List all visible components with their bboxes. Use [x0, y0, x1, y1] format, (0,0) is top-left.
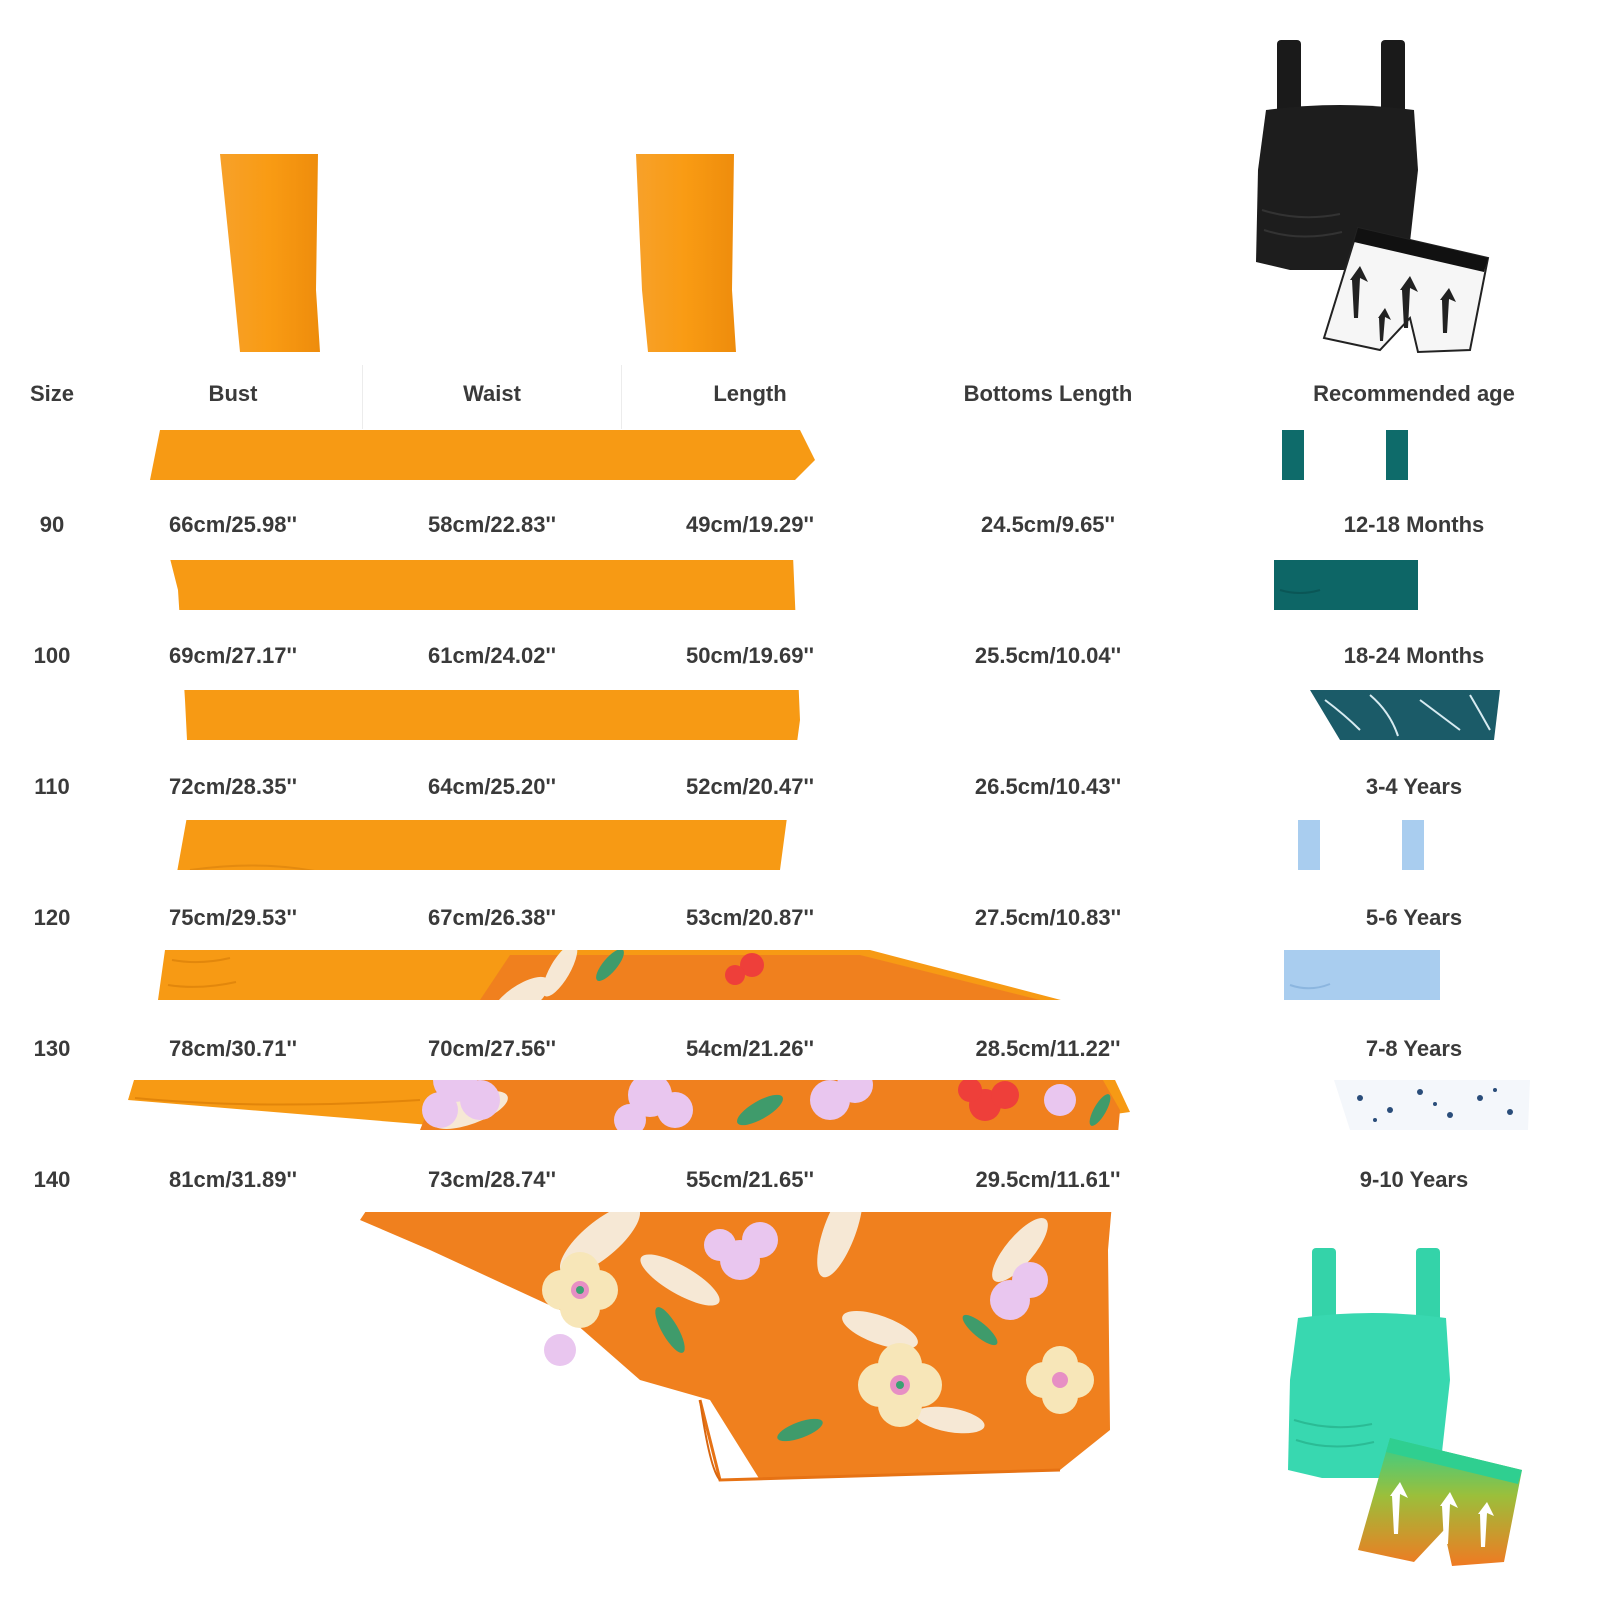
waist-cell: 64cm/25.20''	[428, 774, 556, 799]
table-header-waist: Waist	[463, 381, 521, 406]
waist-cell: 61cm/24.02''	[428, 643, 556, 668]
size-cell: 90	[39, 512, 65, 537]
bust-cell: 72cm/28.35''	[169, 774, 297, 799]
age-cell: 9-10 Years	[1359, 1167, 1469, 1192]
bust-cell: 81cm/31.89''	[169, 1167, 297, 1192]
waist-cell: 67cm/26.38''	[428, 905, 556, 930]
waist-cell: 73cm/28.74''	[428, 1167, 556, 1192]
bust-cell: 66cm/25.98''	[169, 512, 297, 537]
size-cell: 100	[33, 643, 71, 668]
length-cell: 54cm/21.26''	[686, 1036, 814, 1061]
age-cell: 3-4 Years	[1365, 774, 1463, 799]
length-cell: 53cm/20.87''	[686, 905, 814, 930]
age-cell: 7-8 Years	[1365, 1036, 1463, 1061]
bust-cell: 69cm/27.17''	[169, 643, 297, 668]
table-header-recommended-age: Recommended age	[1313, 381, 1515, 406]
age-cell: 5-6 Years	[1365, 905, 1463, 930]
bust-cell: 75cm/29.53''	[169, 905, 297, 930]
size-cell: 120	[33, 905, 71, 930]
bust-cell: 78cm/30.71''	[169, 1036, 297, 1061]
column-separator	[621, 365, 622, 429]
size-cell: 140	[33, 1167, 71, 1192]
size-cell: 110	[34, 774, 70, 799]
bottoms-length-cell: 25.5cm/10.04''	[974, 643, 1122, 668]
age-cell: 12-18 Months	[1343, 512, 1485, 537]
waist-cell: 58cm/22.83''	[428, 512, 556, 537]
table-header-length: Length	[713, 381, 787, 406]
bottoms-length-cell: 27.5cm/10.83''	[974, 905, 1122, 930]
table-header-bottoms-length: Bottoms Length	[963, 381, 1133, 406]
size-cell: 130	[33, 1036, 71, 1061]
bottoms-length-cell: 26.5cm/10.43''	[974, 774, 1122, 799]
bottoms-length-cell: 29.5cm/11.61''	[975, 1167, 1121, 1192]
table-header-size: Size	[29, 381, 75, 406]
length-cell: 50cm/19.69''	[686, 643, 814, 668]
length-cell: 55cm/21.65''	[686, 1167, 814, 1192]
age-cell: 18-24 Months	[1343, 643, 1485, 668]
bottoms-length-cell: 24.5cm/9.65''	[980, 512, 1116, 537]
length-cell: 52cm/20.47''	[686, 774, 814, 799]
length-cell: 49cm/19.29''	[686, 512, 814, 537]
table-header-bust: Bust	[208, 381, 258, 406]
column-separator	[362, 365, 363, 429]
waist-cell: 70cm/27.56''	[428, 1036, 556, 1061]
bottoms-length-cell: 28.5cm/11.22''	[975, 1036, 1121, 1061]
